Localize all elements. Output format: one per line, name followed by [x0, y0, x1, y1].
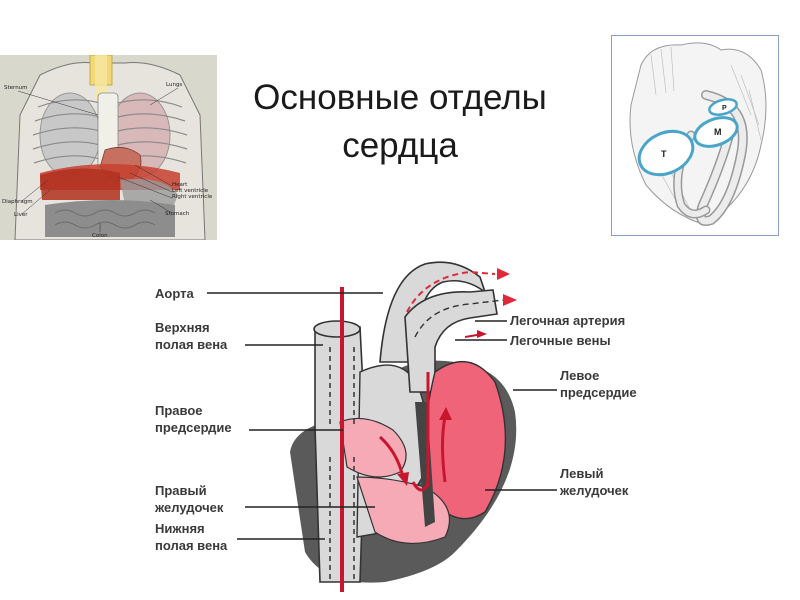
pulmonary-trunk: [404, 289, 498, 393]
label-svc-line1: Верхняя: [155, 320, 210, 335]
slide-title: Основные отделы сердца: [215, 74, 585, 170]
label-ivc-line1: Нижняя: [155, 521, 205, 536]
chest-label-sternum: Sternum: [4, 85, 28, 91]
right-atrium: [339, 417, 407, 478]
label-right-ventricle-line1: Правый: [155, 483, 207, 498]
chest-label-lungs: Lungs: [166, 82, 182, 88]
chest-label-colon: Colon: [92, 233, 108, 239]
title-line-2: сердца: [342, 126, 458, 165]
label-pulmonary-artery: Легочная артерия: [510, 313, 625, 328]
label-right-atrium-line2: предсердие: [155, 420, 232, 435]
label-aorta: Аорта: [155, 286, 194, 301]
label-ivc-line2: полая вена: [155, 538, 228, 553]
label-svc-line2: полая вена: [155, 337, 228, 352]
chest-label-heart: Heart: [172, 182, 188, 188]
label-left-ventricle-line2: желудочек: [559, 483, 629, 498]
chest-label-right-ventricle: Right ventricle: [172, 194, 213, 200]
valve-label-p: P: [722, 105, 727, 112]
label-pulmonary-veins: Легочные вены: [510, 333, 611, 348]
heart-diagram: Аорта Верхняя полая вена Правое предсерд…: [154, 261, 637, 592]
chest-label-left-ventricle: Left ventricle: [172, 188, 209, 194]
label-left-atrium-line2: предсердие: [560, 385, 637, 400]
chest-label-diaphragm: Diaphragm: [2, 199, 33, 205]
valve-label-t: T: [661, 149, 667, 159]
chest-anatomy-illustration: Sternum Lungs Heart Left ventricle Right…: [0, 55, 217, 240]
valve-label-m: M: [714, 127, 722, 137]
label-right-atrium-line1: Правое: [155, 403, 203, 418]
chest-label-liver: Liver: [14, 212, 28, 218]
heart-valves-illustration: T M P: [611, 35, 779, 236]
title-line-1: Основные отделы: [253, 78, 547, 117]
label-right-ventricle-line2: желудочек: [154, 500, 224, 515]
chest-label-stomach: Stomach: [165, 211, 190, 217]
label-left-ventricle-line1: Левый: [560, 466, 603, 481]
label-left-atrium-line1: Левое: [560, 368, 599, 383]
